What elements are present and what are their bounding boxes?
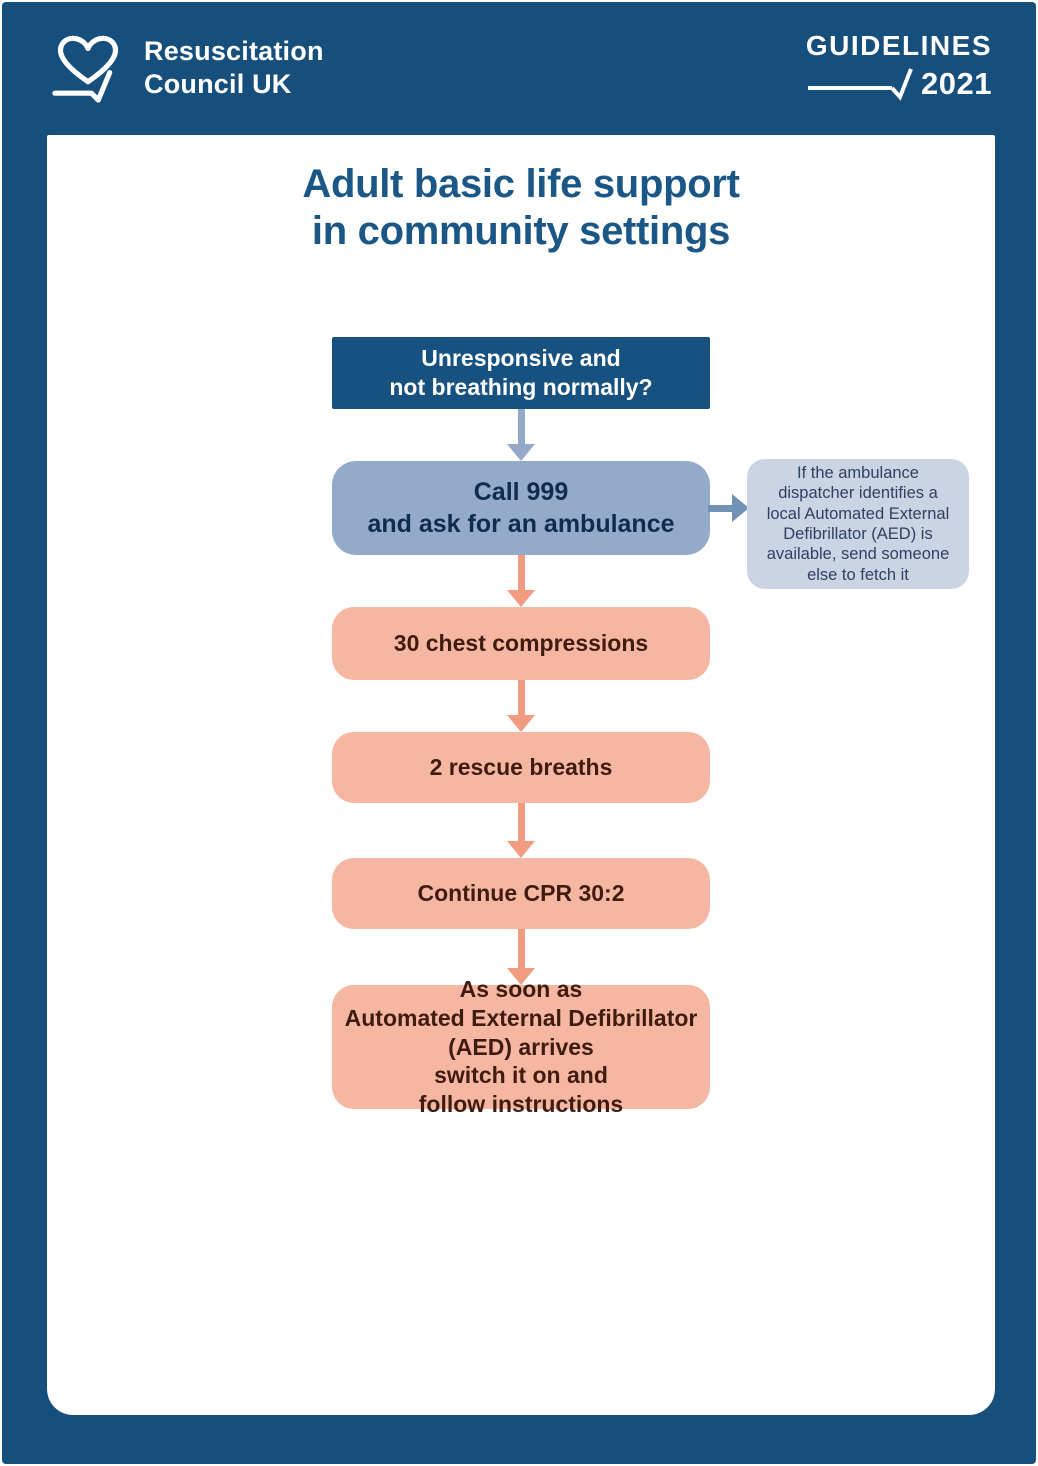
guidelines-label: GUIDELINES — [805, 30, 992, 62]
flow-step-rescue-breaths: 2 rescue breaths — [332, 732, 710, 803]
arrow-down-icon-1 — [507, 409, 535, 461]
flow-step-chest-compressions-label: 30 chest compressions — [393, 630, 649, 657]
flow-step-unresponsive-label: Unresponsive and not breathing normally? — [389, 344, 653, 400]
flow-step-unresponsive: Unresponsive and not breathing normally? — [332, 337, 710, 409]
rcuk-brand: Resuscitation Council UK — [48, 28, 324, 108]
checkmark-line-icon — [808, 64, 921, 104]
flow-step-call-999-label: Call 999 and ask for an ambulance — [367, 477, 675, 539]
guidelines-year: 2021 — [921, 65, 992, 101]
brand-name-line2: Council UK — [144, 68, 292, 99]
brand-name-line1: Resuscitation — [144, 35, 324, 66]
content-sheet: Adult basic life support in community se… — [47, 135, 995, 1415]
flow-step-aed-arrives: As soon as Automated External Defibrilla… — [332, 976, 710, 1117]
side-note-label: If the ambulance dispatcher identifies a… — [766, 464, 950, 584]
flow-step-aed-arrives-label: As soon as Automated External Defibrilla… — [344, 976, 698, 1118]
guidelines-year-row: 2021 — [806, 64, 992, 104]
heart-check-logo-icon — [48, 28, 128, 108]
arrow-down-icon-5 — [507, 929, 535, 985]
brand-name: Resuscitation Council UK — [144, 35, 324, 101]
arrow-down-icon-2 — [507, 555, 535, 607]
header: Resuscitation Council UK GUIDELINES 2021 — [2, 2, 1036, 133]
arrow-right-icon — [708, 494, 749, 522]
guidelines-wordmark: GUIDELINES 2021 — [805, 30, 992, 104]
flow-step-chest-compressions: 30 chest compressions — [332, 607, 710, 680]
flow-step-rescue-breaths-label: 2 rescue breaths — [429, 754, 613, 781]
arrow-down-icon-3 — [507, 680, 535, 732]
flow-step-continue-cpr-label: Continue CPR 30:2 — [417, 880, 625, 907]
flow-step-call-999: Call 999 and ask for an ambulance — [332, 461, 710, 555]
side-note-aed-dispatcher: If the ambulance dispatcher identifies a… — [747, 459, 969, 589]
flow-step-continue-cpr: Continue CPR 30:2 — [332, 858, 710, 929]
arrow-down-icon-4 — [507, 803, 535, 858]
page-title: Adult basic life support in community se… — [302, 162, 740, 253]
